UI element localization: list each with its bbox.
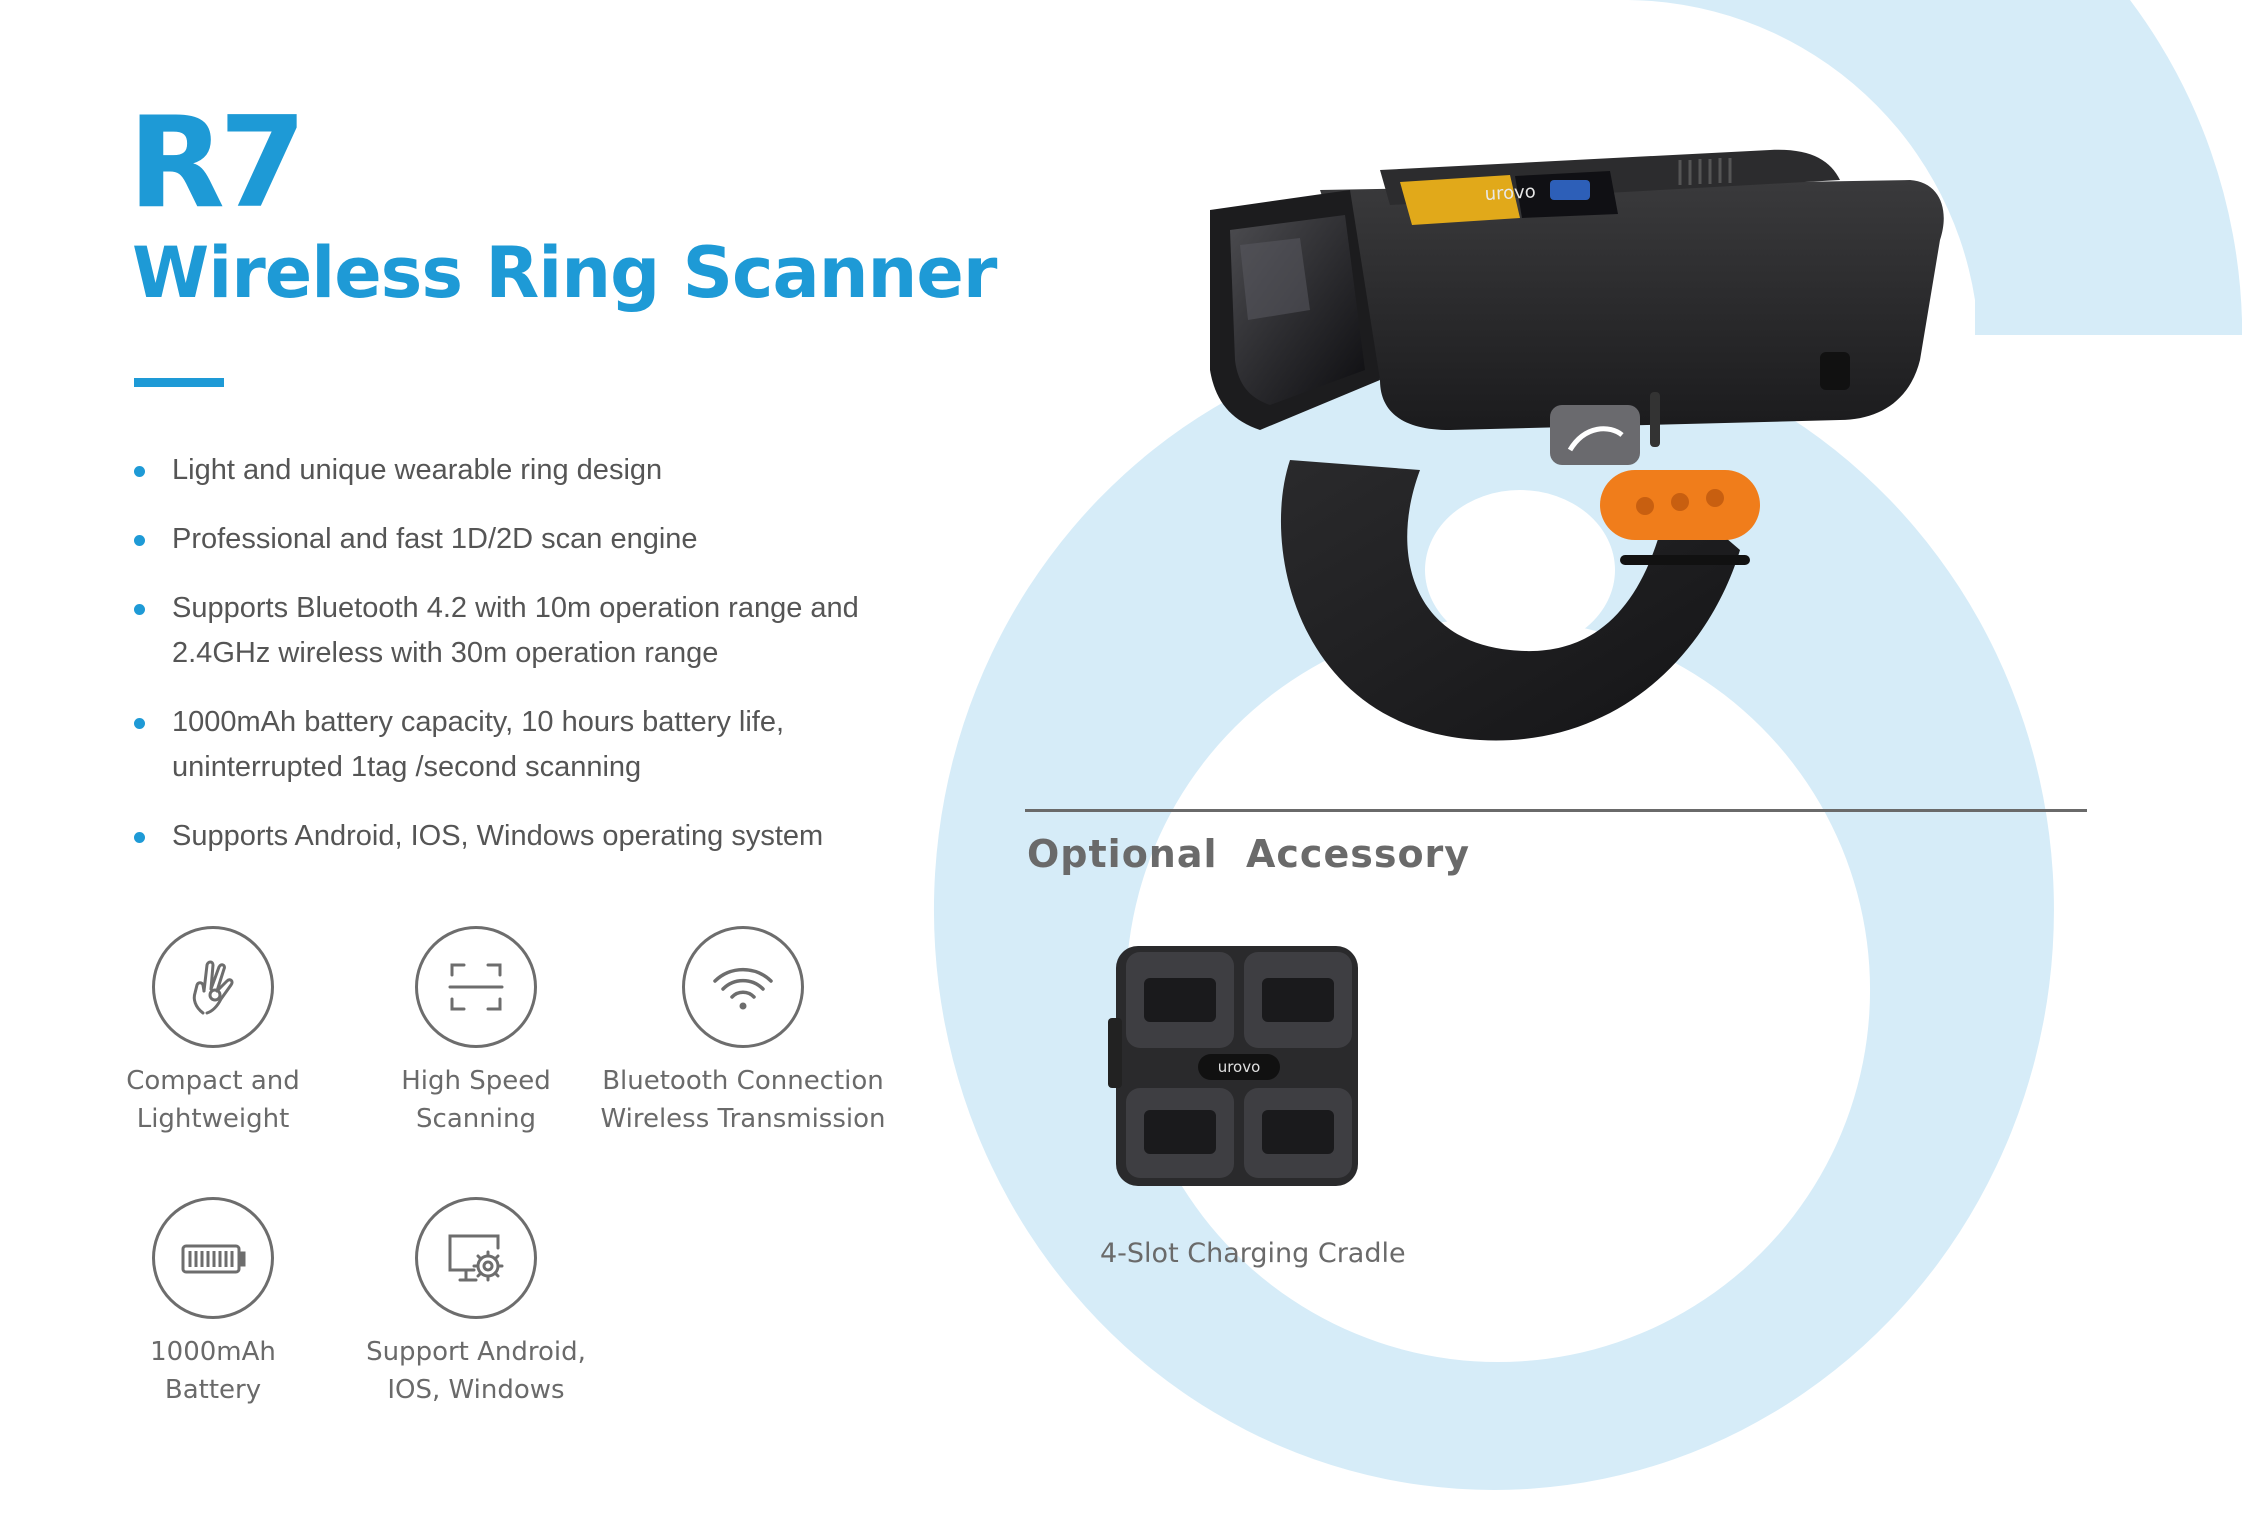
feature-bluetooth: Bluetooth Connection Wireless Transmissi…	[593, 926, 893, 1138]
title-accent-bar	[134, 378, 224, 387]
product-subtitle: Wireless Ring Scanner	[132, 232, 997, 314]
monitor-gear-icon	[415, 1197, 537, 1319]
feature-list: Light and unique wearable ring design Pr…	[134, 448, 934, 859]
icon-caption: 1000mAh Battery	[150, 1337, 276, 1405]
feature-item: Professional and fast 1D/2D scan engine	[134, 517, 934, 562]
charging-cradle-image: urovo	[1108, 946, 1358, 1186]
feature-item: 1000mAh battery capacity, 10 hours batte…	[134, 700, 934, 790]
feature-os-support: Support Android, IOS, Windows	[326, 1197, 626, 1409]
scan-frame-icon	[415, 926, 537, 1048]
product-model: R7	[128, 89, 307, 236]
feature-item: Supports Android, IOS, Windows operating…	[134, 814, 934, 859]
icon-caption: Compact and Lightweight	[126, 1066, 300, 1134]
battery-icon	[152, 1197, 274, 1319]
accessory-divider	[1025, 809, 2087, 812]
ring-scanner-image: urovo	[1210, 149, 1944, 741]
feature-high-speed: High Speed Scanning	[326, 926, 626, 1138]
hand-icon	[152, 926, 274, 1048]
cradle-brand-label: urovo	[1218, 1058, 1261, 1076]
icon-caption: Support Android, IOS, Windows	[366, 1337, 586, 1405]
product-screen-text: urovo	[1484, 181, 1536, 205]
feature-item: Supports Bluetooth 4.2 with 10m operatio…	[134, 586, 934, 676]
feature-battery: 1000mAh Battery	[63, 1197, 363, 1409]
icon-caption: High Speed Scanning	[401, 1066, 551, 1134]
feature-item: Light and unique wearable ring design	[134, 448, 934, 493]
wifi-icon	[682, 926, 804, 1048]
icon-caption: Bluetooth Connection Wireless Transmissi…	[600, 1066, 886, 1134]
feature-compact: Compact and Lightweight	[63, 926, 363, 1138]
accessory-title: Optional Accessory	[1027, 832, 1471, 876]
cradle-caption: 4-Slot Charging Cradle	[1100, 1238, 1406, 1269]
